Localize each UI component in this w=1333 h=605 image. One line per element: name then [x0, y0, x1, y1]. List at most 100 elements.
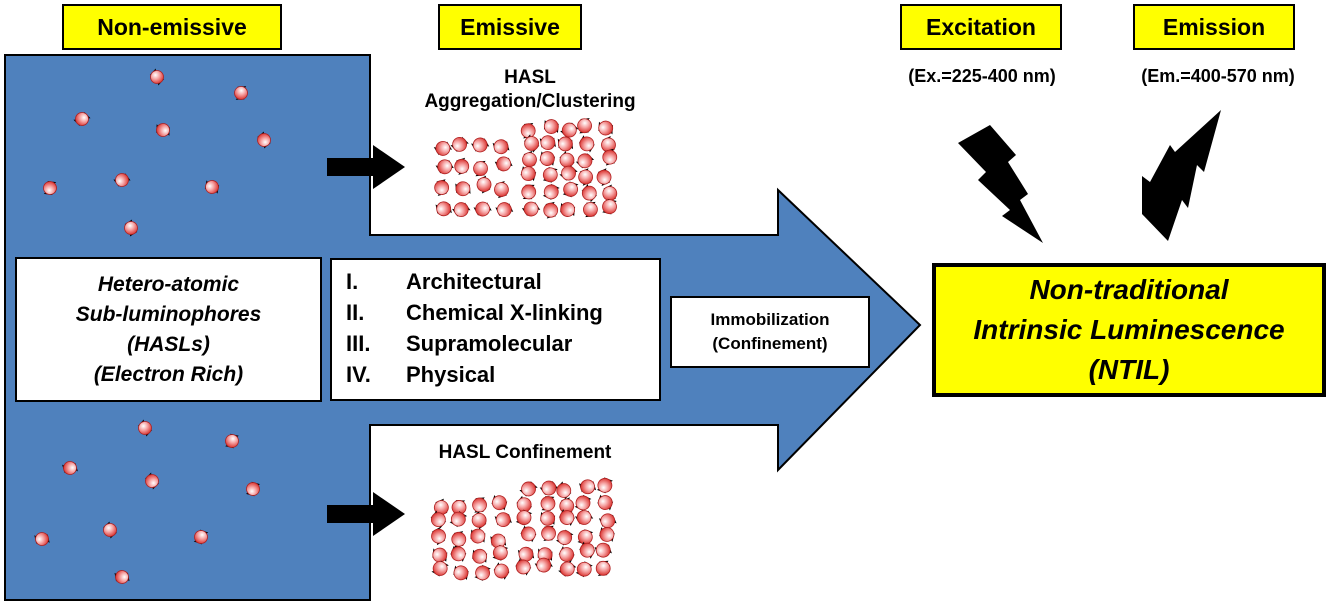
hasl-molecule-icon [494, 512, 512, 528]
hasl-molecule-icon [257, 131, 271, 149]
hasl-line1: Hetero-atomic [97, 272, 240, 296]
hasl-molecule-icon [43, 181, 57, 195]
hasl-molecule-icon [492, 139, 510, 155]
method-number: II. [346, 300, 365, 325]
hasl-molecule-icon [595, 560, 611, 576]
immobilization-line2: (Confinement) [712, 334, 828, 353]
aggregation-line1: HASL [504, 67, 556, 88]
hasl-molecule-icon [599, 527, 615, 542]
hasl-molecule-icon [433, 141, 453, 156]
hasl-molecule-icon [598, 120, 614, 136]
hasl-molecule-icon [543, 119, 559, 134]
hasl-molecule-icon [431, 560, 449, 577]
hasl-molecule-icon [193, 529, 209, 545]
hasl-molecule-icon [583, 201, 598, 218]
hasl-molecule-icon [581, 184, 597, 203]
hasl-molecule-icon [519, 481, 538, 497]
hasl-line3: (HASLs) [127, 332, 210, 356]
non-emissive-tag: Non-emissive [62, 4, 282, 50]
hasl-molecule-icon [559, 150, 575, 170]
hasl-molecule-icon [598, 513, 617, 529]
hasl-molecule-icon [472, 497, 487, 513]
scattered-hasl-molecules-top [43, 68, 271, 237]
hasl-molecule-icon [542, 183, 560, 200]
method-item: III. Supramolecular [346, 328, 659, 359]
hasl-molecule-icon [540, 510, 556, 526]
hasl-molecule-icon [471, 137, 490, 153]
hasl-molecule-icon [534, 557, 553, 573]
hasl-molecule-icon [476, 175, 492, 194]
hasl-molecule-icon [602, 198, 617, 215]
hasl-molecule-icon [471, 511, 487, 530]
hasl-molecule-icon [450, 136, 469, 152]
method-label: Architectural [406, 269, 542, 294]
hasl-molecule-icon [449, 511, 468, 528]
hasl-molecule-icon [494, 180, 509, 199]
emission-range: (Em.=400-570 nm) [1141, 66, 1295, 86]
hasl-molecule-icon [556, 481, 572, 500]
hasl-line4: (Electron Rich) [93, 362, 244, 386]
hasl-molecule-icon [539, 135, 556, 151]
arrow-to-confinement [327, 492, 405, 536]
ntil-line2: Intrinsic Luminescence [973, 314, 1285, 345]
hasl-molecule-icon [543, 201, 559, 219]
hasl-molecule-icon [560, 202, 576, 217]
method-item: IV. Physical [346, 359, 659, 390]
hasl-molecule-icon [474, 564, 491, 581]
hasl-molecule-icon [432, 547, 448, 563]
emissive-tag: Emissive [438, 4, 582, 50]
emission-tag: Emission [1133, 4, 1295, 50]
hasl-molecule-icon [515, 558, 532, 576]
hasl-molecule-icon [596, 477, 613, 494]
hasl-molecule-icon [558, 561, 577, 577]
hasl-molecule-icon [597, 494, 614, 511]
method-number: IV. [346, 362, 371, 387]
hasl-molecule-icon [492, 544, 509, 561]
hasl-molecule-icon [540, 496, 556, 511]
ntil-box: Non-traditional Intrinsic Luminescence (… [932, 263, 1326, 397]
hasl-molecule-icon [472, 548, 488, 564]
excitation-lightning-icon [958, 125, 1043, 243]
hasl-molecule-icon [453, 565, 469, 581]
aggregation-line2: Aggregation/Clustering [424, 91, 636, 112]
hasl-molecule-icon [454, 157, 470, 175]
immobilization-box: Immobilization (Confinement) [670, 296, 870, 368]
hasl-molecule-icon [149, 68, 165, 86]
hasl-molecule-icon [574, 494, 592, 511]
hasl-molecule-icon [455, 181, 471, 197]
hasl-molecule-icon [124, 219, 138, 237]
arrow-to-aggregation [327, 145, 405, 189]
hasl-molecule-icon [495, 202, 514, 218]
hasl-molecule-icon [470, 528, 486, 544]
hasl-molecule-icon [539, 480, 559, 496]
methods-box: I. Architectural II. Chemical X-linking … [330, 258, 661, 401]
hasl-molecule-icon [450, 545, 467, 562]
hasl-definition-box: Hetero-atomic Sub-luminophores (HASLs) (… [15, 257, 322, 402]
hasl-molecule-icon [434, 179, 450, 196]
hasl-molecule-icon [517, 546, 535, 562]
ntil-line1: Non-traditional [1029, 274, 1229, 305]
immobilization-line1: Immobilization [710, 310, 830, 329]
hasl-molecule-icon [558, 509, 575, 526]
hasl-molecule-icon [555, 529, 574, 546]
hasl-molecule-icon [34, 532, 50, 546]
hasl-molecule-icon [558, 546, 575, 563]
hasl-molecule-icon [245, 481, 261, 497]
hasl-molecule-icon [539, 151, 556, 166]
hasl-molecule-icon [431, 527, 446, 546]
method-item: II. Chemical X-linking [346, 297, 659, 328]
hasl-molecule-icon [578, 135, 595, 153]
hasl-molecule-icon [596, 168, 612, 187]
hasl-molecule-icon [523, 134, 540, 153]
hasl-molecule-icon [520, 525, 537, 543]
hasl-molecule-icon [557, 136, 574, 152]
hasl-molecule-icon [574, 510, 594, 525]
hasl-molecule-icon [577, 118, 592, 134]
scattered-hasl-molecules-bottom [34, 419, 261, 584]
emission-lightning-icon [1142, 110, 1221, 241]
hasl-molecule-icon [575, 561, 593, 578]
hasl-molecule-icon [435, 159, 454, 175]
hasl-molecule-icon [516, 495, 533, 514]
method-item: I. Architectural [346, 266, 659, 297]
hasl-molecule-icon [473, 201, 492, 217]
